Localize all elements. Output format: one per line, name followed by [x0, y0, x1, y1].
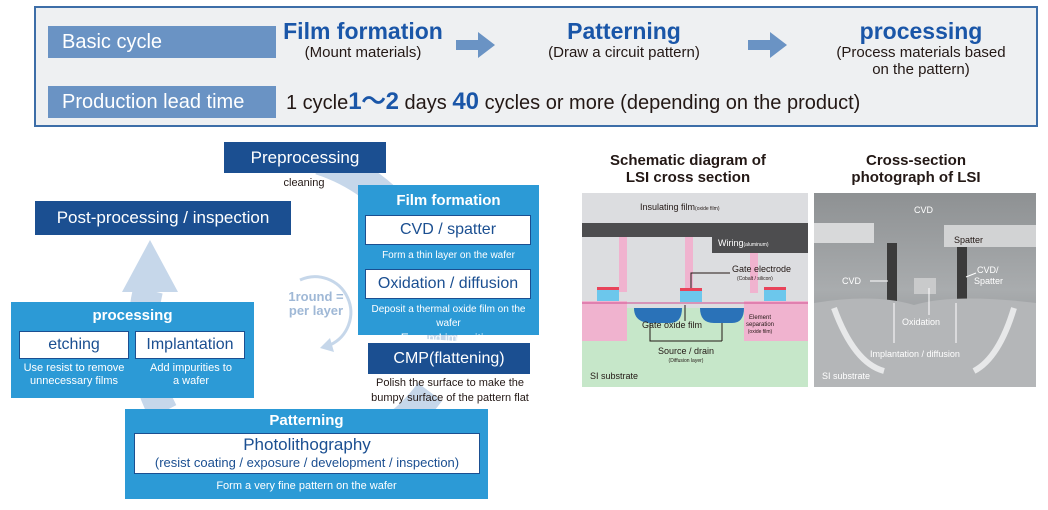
photo-title-line: photograph of LSI [851, 169, 981, 186]
lead-text: cycles or more (depending on the product… [479, 92, 861, 114]
gate-electrode-sub: (Cobalt / silicon) [737, 276, 773, 282]
implantation-box: Implantation [135, 331, 245, 359]
wiring-sub: (aluminum) [744, 242, 769, 248]
step-subtitle: (Process materials based [836, 44, 1006, 61]
lsi-cross-section-photo: CVD Spatter CVD CVD/ Spatter Oxidation I… [814, 193, 1036, 387]
schematic-title-line: LSI cross section [625, 169, 751, 186]
step-subtitle: (Mount materials) [304, 44, 422, 61]
lead-text: 1 cycle [286, 92, 349, 114]
lead-value: 1～2 [348, 88, 399, 115]
photo-implantation-label: Implantation / diffusion [870, 349, 960, 359]
etching-desc-line: Use resist to remove [23, 362, 125, 374]
source-drain-label: Source / drain [658, 346, 714, 356]
step-processing: processing (Process materials based on t… [816, 18, 1026, 78]
gate-electrode-label: Gate electrode [732, 264, 791, 274]
round-line: per layer [288, 303, 344, 318]
patterning-description: Form a very fine pattern on the wafer [216, 480, 397, 492]
step-subtitle: (Draw a circuit pattern) [548, 44, 700, 61]
oxidation-desc-line: Expand impurities [400, 331, 497, 345]
insulating-sub: (oxide film) [695, 206, 720, 212]
wiring-label: Wiring [718, 238, 744, 248]
lsi-schematic-diagram: Insulating film(oxide film) Wiring(alumi… [582, 193, 808, 387]
photo-spatter-label: Spatter [954, 235, 983, 245]
step-title: Patterning [567, 18, 681, 44]
element-separation-sub: (oxide film) [748, 329, 773, 335]
lead-text: days [398, 92, 453, 114]
production-lead-time-label: Production lead time [48, 86, 276, 118]
etching-box: etching [19, 331, 129, 359]
step-title: Film formation [283, 18, 443, 44]
implantation-desc-line: Add impurities to [150, 362, 232, 374]
lead-value: 40 [452, 88, 480, 115]
round-line: 1round = [288, 289, 344, 304]
arrow-right-icon [748, 32, 787, 58]
si-substrate-label: SI substrate [590, 371, 638, 381]
photolithography-title: Photolithography [243, 435, 371, 454]
element-separation-label: separation [746, 322, 774, 328]
preprocessing-box: Preprocessing [224, 142, 386, 173]
photolithography-box: Photolithography (resist coating / expos… [134, 433, 480, 474]
cmp-desc-line: bumpy surface of the pattern flat [371, 392, 529, 404]
svg-text:Wiring(aluminum): Wiring(aluminum) [718, 238, 769, 248]
etching-description: Use resist to remove unnecessary films [12, 362, 136, 388]
patterning-header: Patterning [269, 412, 344, 429]
photolithography-subtitle: (resist coating / exposure / development… [154, 455, 460, 470]
lead-time-text: 1 cycle1～2 days 40 cycles or more (depen… [286, 88, 860, 117]
schematic-title-line: Schematic diagram of [610, 152, 766, 169]
photo-cvd-spatter-label: CVD/ [977, 265, 999, 275]
oxidation-diffusion-box: Oxidation / diffusion [365, 269, 531, 299]
oxidation-desc-line: Deposit a thermal oxide film on the wafe… [371, 304, 526, 329]
photo-title-line: Cross-section [865, 152, 967, 169]
source-drain-sub: (Diffusion layer) [669, 358, 704, 364]
step-title: processing [859, 18, 983, 44]
element-separation-label: Element [749, 315, 771, 321]
summary-panel: Basic cycle Production lead time Film fo… [34, 6, 1038, 127]
cmp-desc-line: Polish the surface to make the [376, 377, 524, 389]
insulating-label: Insulating film [640, 202, 695, 212]
photo-title: Cross-section photograph of LSI [818, 152, 1014, 186]
cmp-description: Polish the surface to make the bumpy sur… [350, 376, 550, 406]
gate-oxide-label: Gate oxide film [642, 320, 702, 330]
photo-cvd-label: CVD [842, 276, 862, 286]
basic-cycle-label: Basic cycle [48, 26, 276, 58]
cvd-spatter-box: CVD / spatter [365, 215, 531, 245]
oxidation-description: Deposit a thermal oxide film on the wafe… [358, 303, 539, 345]
schematic-title: Schematic diagram of LSI cross section [590, 152, 786, 186]
photo-oxidation-label: Oxidation [902, 317, 940, 327]
step-film-formation: Film formation (Mount materials) [268, 18, 458, 61]
etching-desc-line: unnecessary films [29, 375, 119, 387]
film-formation-box: Film formation [358, 185, 539, 335]
photo-cvd-spatter-label: Spatter [974, 276, 1003, 286]
round-per-layer-label: 1round = per layer [276, 290, 356, 318]
film-formation-header: Film formation [396, 192, 501, 209]
step-subtitle: on the pattern) [872, 61, 970, 78]
post-processing-box: Post-processing / inspection [35, 201, 291, 235]
implantation-desc-line: a wafer [172, 375, 210, 387]
arrow-right-icon [456, 32, 495, 58]
svg-text:Insulating film(oxide film): Insulating film(oxide film) [640, 202, 720, 212]
processing-header: processing [92, 307, 173, 324]
photo-cvd-top-label: CVD [914, 205, 934, 215]
cleaning-label: cleaning [283, 177, 325, 189]
step-patterning: Patterning (Draw a circuit pattern) [524, 18, 724, 61]
cvd-description: Form a thin layer on the wafer [382, 250, 515, 261]
cmp-box: CMP(flattening) [368, 343, 530, 374]
photo-substrate-label: SI substrate [822, 371, 870, 381]
implantation-description: Add impurities to a wafer [133, 362, 249, 388]
